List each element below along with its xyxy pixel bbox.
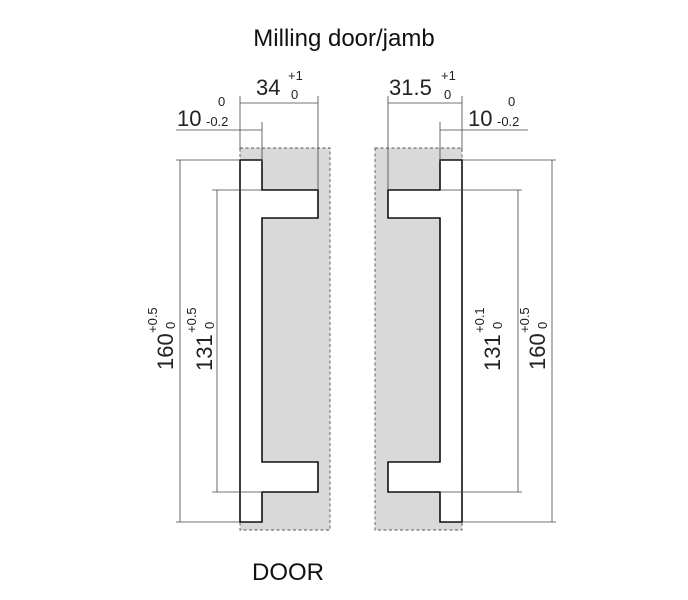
door-outer-height-tol-upper: +0.5 [145,307,160,333]
door-inner-height-tol-upper: +0.5 [184,307,199,333]
door-offset-tol-upper: 0 [218,94,225,109]
jamb-width-value: 31.5 [389,75,432,100]
door-width-tol-lower: 0 [291,87,298,102]
jamb-outer-height-tol-upper: +0.5 [517,307,532,333]
jamb-offset-tol-lower: -0.2 [497,114,519,129]
jamb-outer-height-value: 160 [525,333,550,370]
door-offset-tol-lower: -0.2 [206,114,228,129]
door-outer-height-tol-lower: 0 [163,322,178,329]
jamb-offset-tol-upper: 0 [508,94,515,109]
jamb-offset-value: 10 [468,106,492,131]
jamb-inner-height-tol-lower: 0 [490,322,505,329]
door-outer-height-value: 160 [153,333,178,370]
jamb-inner-height-tol-upper: +0.1 [472,307,487,333]
door-width-value: 34 [256,75,280,100]
jamb-inner-height-value: 131 [480,334,505,371]
jamb-section: 31.5 +1 0 10 0 -0.2 131 +0.1 0 160 +0.5 … [374,68,556,531]
door-offset-value: 10 [177,106,201,131]
jamb-width-tol-upper: +1 [441,68,456,83]
drawing-title: Milling door/jamb [253,25,434,52]
door-width-tol-upper: +1 [288,68,303,83]
jamb-width-tol-lower: 0 [444,87,451,102]
door-section: 34 +1 0 10 0 -0.2 160 +0.5 0 131 +0.5 0 … [145,68,331,586]
door-inner-height-tol-lower: 0 [202,322,217,329]
jamb-outer-height-tol-lower: 0 [535,322,550,329]
door-inner-height-value: 131 [192,334,217,371]
door-caption: DOOR [252,559,324,586]
door-outline [239,147,331,531]
